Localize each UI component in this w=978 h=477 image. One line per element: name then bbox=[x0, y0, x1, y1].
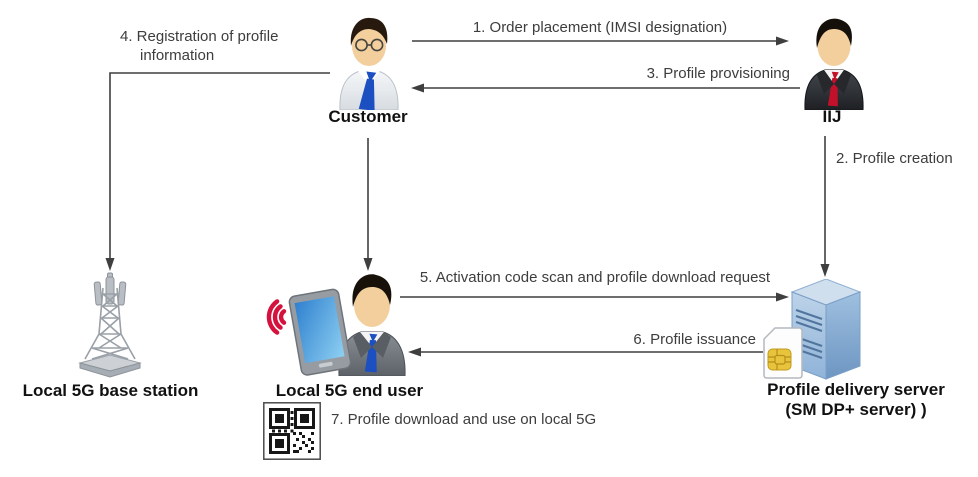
step4-line2: information bbox=[140, 47, 215, 64]
step2-label: 2. Profile creation bbox=[836, 150, 953, 167]
sim-card-icon bbox=[763, 327, 803, 379]
step1-label: 1. Order placement (IMSI designation) bbox=[472, 19, 728, 36]
base-station-icon bbox=[78, 272, 142, 378]
customer-icon bbox=[339, 17, 399, 110]
phone-screen bbox=[294, 296, 345, 364]
step7-label: 7. Profile download and use on local 5G bbox=[331, 411, 597, 428]
sim-chip bbox=[767, 348, 792, 371]
signal-waves-icon bbox=[266, 299, 287, 335]
qr-code-icon bbox=[263, 402, 321, 460]
end-user-person-icon bbox=[338, 274, 406, 376]
step6-label: 6. Profile issuance bbox=[633, 331, 756, 348]
step3-label: 3. Profile provisioning bbox=[646, 65, 790, 82]
step4-line1: 4. Registration of profile bbox=[120, 28, 279, 45]
glasses-icon bbox=[355, 38, 384, 52]
server-sublabel: (SM DP+ server) ) bbox=[785, 400, 927, 419]
iij-label: IIJ bbox=[822, 107, 842, 126]
server-label: Profile delivery server bbox=[767, 380, 945, 399]
step4-label: 4. Registration of profile information bbox=[120, 27, 278, 65]
step5-label: 5. Activation code scan and profile down… bbox=[419, 269, 771, 286]
iij-person-icon bbox=[804, 18, 864, 110]
end-user-label: Local 5G end user bbox=[275, 381, 424, 400]
server-icon bbox=[790, 279, 862, 380]
customer-label: Customer bbox=[328, 107, 408, 126]
smartphone-icon bbox=[288, 288, 352, 376]
base-station-label: Local 5G base station bbox=[22, 381, 199, 400]
